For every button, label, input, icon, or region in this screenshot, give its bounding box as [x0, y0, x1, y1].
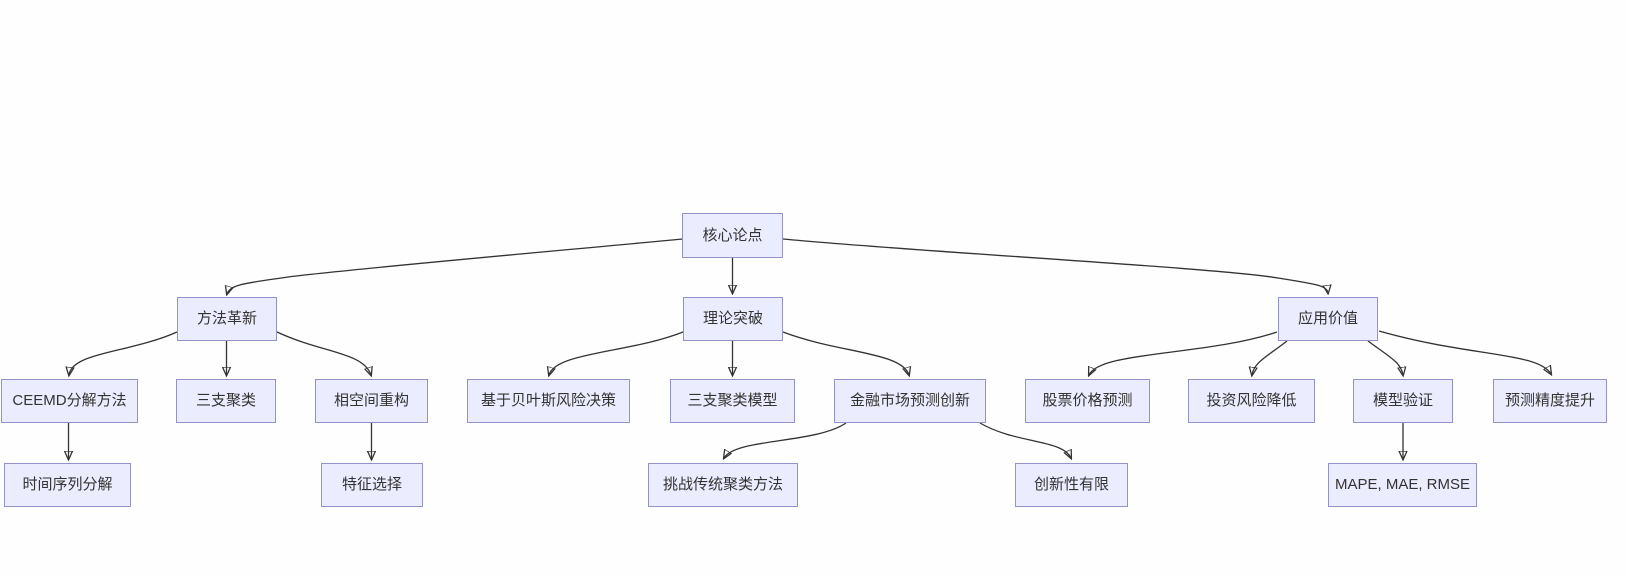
node-stock: 股票价格预测	[1025, 379, 1150, 423]
node-finance-label: 金融市场预测创新	[849, 392, 970, 409]
edge-theory-to-finance	[782, 331, 909, 375]
node-limited-label: 创新性有限	[1033, 476, 1109, 493]
edge-core-to-method	[227, 238, 684, 294]
edge-finance-to-limited	[979, 422, 1071, 458]
node-risk-label: 投资风险降低	[1206, 392, 1297, 409]
node-challenge: 挑战传统聚类方法	[648, 463, 798, 507]
node-value: 应用价值	[1278, 297, 1378, 341]
node-threeway-label: 三支聚类	[195, 392, 256, 409]
edge-value-to-risk	[1252, 340, 1288, 375]
node-metrics: MAPE, MAE, RMSE	[1328, 463, 1477, 507]
node-method: 方法革新	[177, 297, 277, 341]
node-bayes: 基于贝叶斯风险决策	[467, 379, 630, 423]
node-phase-label: 相空间重构	[333, 392, 409, 409]
node-metrics-label: MAPE, MAE, RMSE	[1334, 476, 1471, 493]
edge-value-to-accuracy	[1378, 330, 1551, 374]
node-theory: 理论突破	[683, 297, 783, 341]
node-core: 核心论点	[682, 213, 783, 258]
edge-value-to-stock	[1089, 331, 1278, 375]
node-ceemd: CEEMD分解方法	[1, 379, 138, 423]
node-tsdecomp: 时间序列分解	[4, 463, 131, 507]
edge-value-to-validate	[1367, 340, 1403, 375]
node-twmodel-label: 三支聚类模型	[687, 392, 778, 409]
node-validate-label: 模型验证	[1372, 392, 1433, 409]
edge-method-to-phase	[276, 331, 371, 375]
edge-finance-to-challenge	[724, 422, 847, 458]
edge-method-to-ceemd	[69, 331, 178, 375]
node-challenge-label: 挑战传统聚类方法	[662, 476, 783, 493]
node-finance: 金融市场预测创新	[834, 379, 986, 423]
node-core-label: 核心论点	[702, 226, 763, 244]
node-value-label: 应用价值	[1297, 310, 1358, 327]
node-theory-label: 理论突破	[702, 310, 763, 327]
node-ceemd-label: CEEMD分解方法	[12, 392, 127, 409]
node-feature-label: 特征选择	[341, 476, 402, 493]
node-bayes-label: 基于贝叶斯风险决策	[480, 392, 616, 409]
node-threeway: 三支聚类	[176, 379, 276, 423]
node-phase: 相空间重构	[315, 379, 428, 423]
edge-core-to-value	[782, 238, 1328, 293]
node-tsdecomp-label: 时间序列分解	[22, 476, 113, 493]
edge-theory-to-bayes	[549, 331, 684, 375]
node-validate: 模型验证	[1353, 379, 1453, 423]
node-stock-label: 股票价格预测	[1042, 392, 1133, 409]
node-feature: 特征选择	[321, 463, 423, 507]
node-accuracy-label: 预测精度提升	[1504, 392, 1595, 409]
node-accuracy: 预测精度提升	[1493, 379, 1607, 423]
node-twmodel: 三支聚类模型	[670, 379, 795, 423]
node-limited: 创新性有限	[1015, 463, 1128, 507]
node-method-label: 方法革新	[196, 310, 257, 327]
node-risk: 投资风险降低	[1188, 379, 1315, 423]
